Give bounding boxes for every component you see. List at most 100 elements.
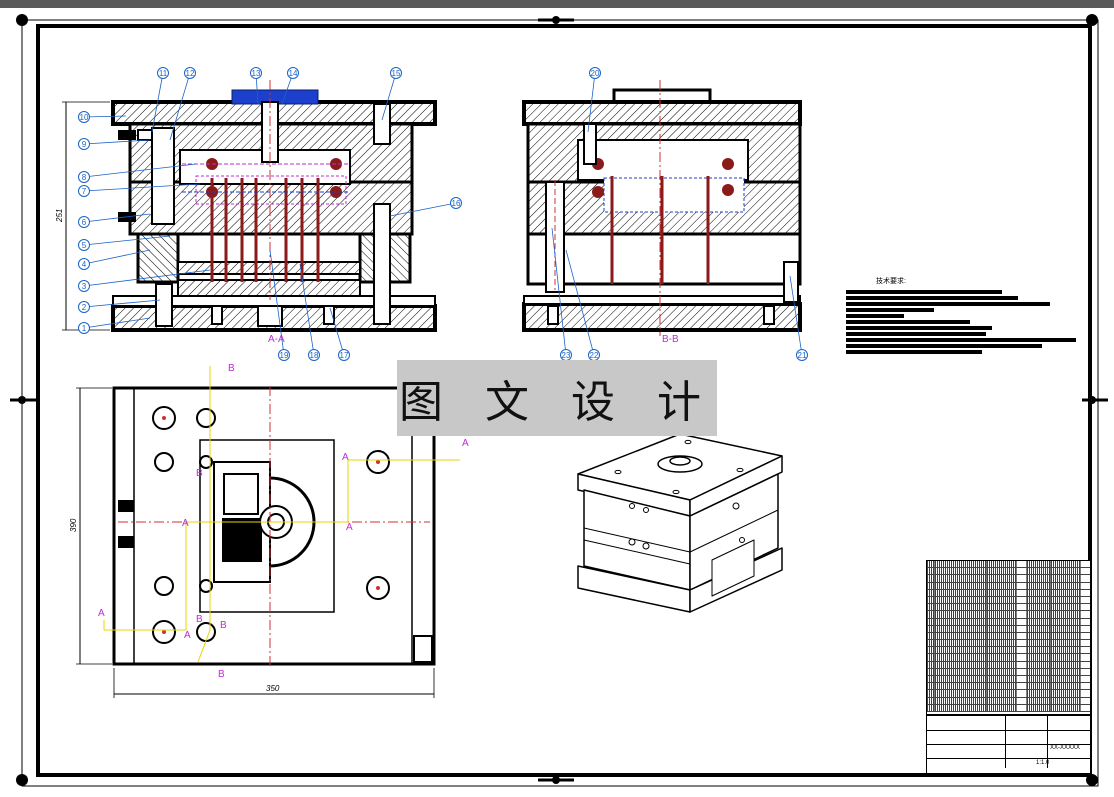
bom-cell xyxy=(927,704,935,711)
balloon-17: 17 xyxy=(329,307,350,361)
bom-cell xyxy=(927,596,935,604)
watermark-text: 图 文 设 计 xyxy=(399,377,715,428)
bom-cell xyxy=(1027,625,1051,632)
bom-cell xyxy=(1051,640,1081,647)
bom-cell xyxy=(935,582,987,589)
bom-cell xyxy=(1017,582,1027,589)
bom-row xyxy=(927,654,1090,662)
bom-cell xyxy=(1051,647,1081,654)
bom-cell xyxy=(1017,640,1027,647)
bom-cell xyxy=(927,697,935,704)
bom-cell xyxy=(927,640,935,647)
bom-cell xyxy=(1051,568,1081,575)
bom-cell xyxy=(1051,697,1081,704)
bom-cell xyxy=(1027,589,1051,596)
balloon-leader xyxy=(83,249,151,265)
bom-cell xyxy=(935,704,987,711)
balloon-16: 16 xyxy=(389,197,462,217)
balloon-label: 3 xyxy=(82,282,87,291)
bom-cell xyxy=(1017,561,1027,568)
requirement-line xyxy=(846,344,1042,348)
balloon-circle xyxy=(796,349,808,361)
bom-cell xyxy=(987,596,1017,604)
bom-cell xyxy=(987,589,1017,596)
balloon-label: 6 xyxy=(82,218,87,227)
cut-letter-b-bottom: B xyxy=(218,669,225,680)
bom-cell xyxy=(1027,575,1051,582)
bom-row xyxy=(927,568,1090,576)
bom-row xyxy=(927,640,1090,648)
bom-cell xyxy=(935,640,987,647)
bom-cell xyxy=(1051,589,1081,596)
bom-cell xyxy=(987,618,1017,625)
bom-row xyxy=(927,647,1090,655)
balloon-12: 12 xyxy=(169,67,196,141)
balloon-6: 6 xyxy=(78,213,151,228)
section-label-b-b: B-B xyxy=(662,334,679,345)
balloon-label: 1 xyxy=(82,324,87,333)
bom-cell xyxy=(987,561,1017,568)
balloon-circle xyxy=(78,301,90,313)
balloon-leader xyxy=(83,213,151,223)
requirement-line xyxy=(846,290,1002,294)
title-block-lower xyxy=(927,713,1090,768)
cut-letter-a-center: A xyxy=(346,522,353,533)
balloon-label: 11 xyxy=(159,69,168,78)
balloon-circle xyxy=(450,197,462,209)
bom-cell xyxy=(987,611,1017,618)
bom-cell xyxy=(1017,575,1027,582)
bom-cell xyxy=(935,575,987,582)
balloon-18: 18 xyxy=(299,263,320,361)
bom-cell xyxy=(987,604,1017,611)
drawing-border xyxy=(10,14,1108,787)
balloon-circle xyxy=(250,67,262,79)
bom-cell xyxy=(1051,661,1081,668)
bom-cell xyxy=(935,668,987,675)
balloon-circle xyxy=(78,322,90,334)
bom-cell xyxy=(987,690,1017,697)
bom-cell xyxy=(935,676,987,683)
technical-requirements-title: 技术要求: xyxy=(876,278,906,285)
bom-row xyxy=(927,697,1090,705)
cut-letter-b-inner-2: B xyxy=(196,614,203,625)
balloon-circle xyxy=(78,239,90,251)
bom-cell xyxy=(987,676,1017,683)
bom-cell xyxy=(987,704,1017,711)
balloon-circle xyxy=(287,67,299,79)
drawing-number: XX-XXXXX xyxy=(1050,745,1081,751)
bom-row xyxy=(927,676,1090,684)
balloon-3: 3 xyxy=(78,269,211,292)
bom-cell xyxy=(935,661,987,668)
balloon-circle xyxy=(157,67,169,79)
balloon-10: 10 xyxy=(78,111,127,123)
plan-height-dimension: 390 xyxy=(69,518,78,532)
bom-cell xyxy=(1027,647,1051,654)
bom-cell xyxy=(1051,611,1081,618)
requirement-line xyxy=(846,320,970,324)
bom-cell xyxy=(1051,582,1081,589)
bom-cell xyxy=(935,596,987,604)
balloon-label: 10 xyxy=(80,113,89,122)
bom-cell xyxy=(927,582,935,589)
bom-cell xyxy=(935,683,987,690)
balloon-leader xyxy=(329,307,345,356)
bom-cell xyxy=(987,632,1017,640)
bom-cell xyxy=(987,683,1017,690)
bom-cell xyxy=(1051,632,1081,640)
balloon-label: 2 xyxy=(82,303,87,312)
balloon-label: 19 xyxy=(280,351,289,360)
balloon-8: 8 xyxy=(78,163,197,183)
balloon-4: 4 xyxy=(78,249,151,270)
bom-cell xyxy=(987,661,1017,668)
requirement-line xyxy=(846,314,904,318)
bom-cell xyxy=(1017,668,1027,675)
bom-cell xyxy=(935,654,987,661)
bom-cell xyxy=(1027,596,1051,604)
requirement-line xyxy=(846,302,1050,306)
requirement-line xyxy=(846,338,1076,342)
watermark-banner: 图 文 设 计 xyxy=(397,360,717,436)
bom-row xyxy=(927,661,1090,669)
bom-cell xyxy=(927,589,935,596)
balloon-14: 14 xyxy=(281,67,299,105)
